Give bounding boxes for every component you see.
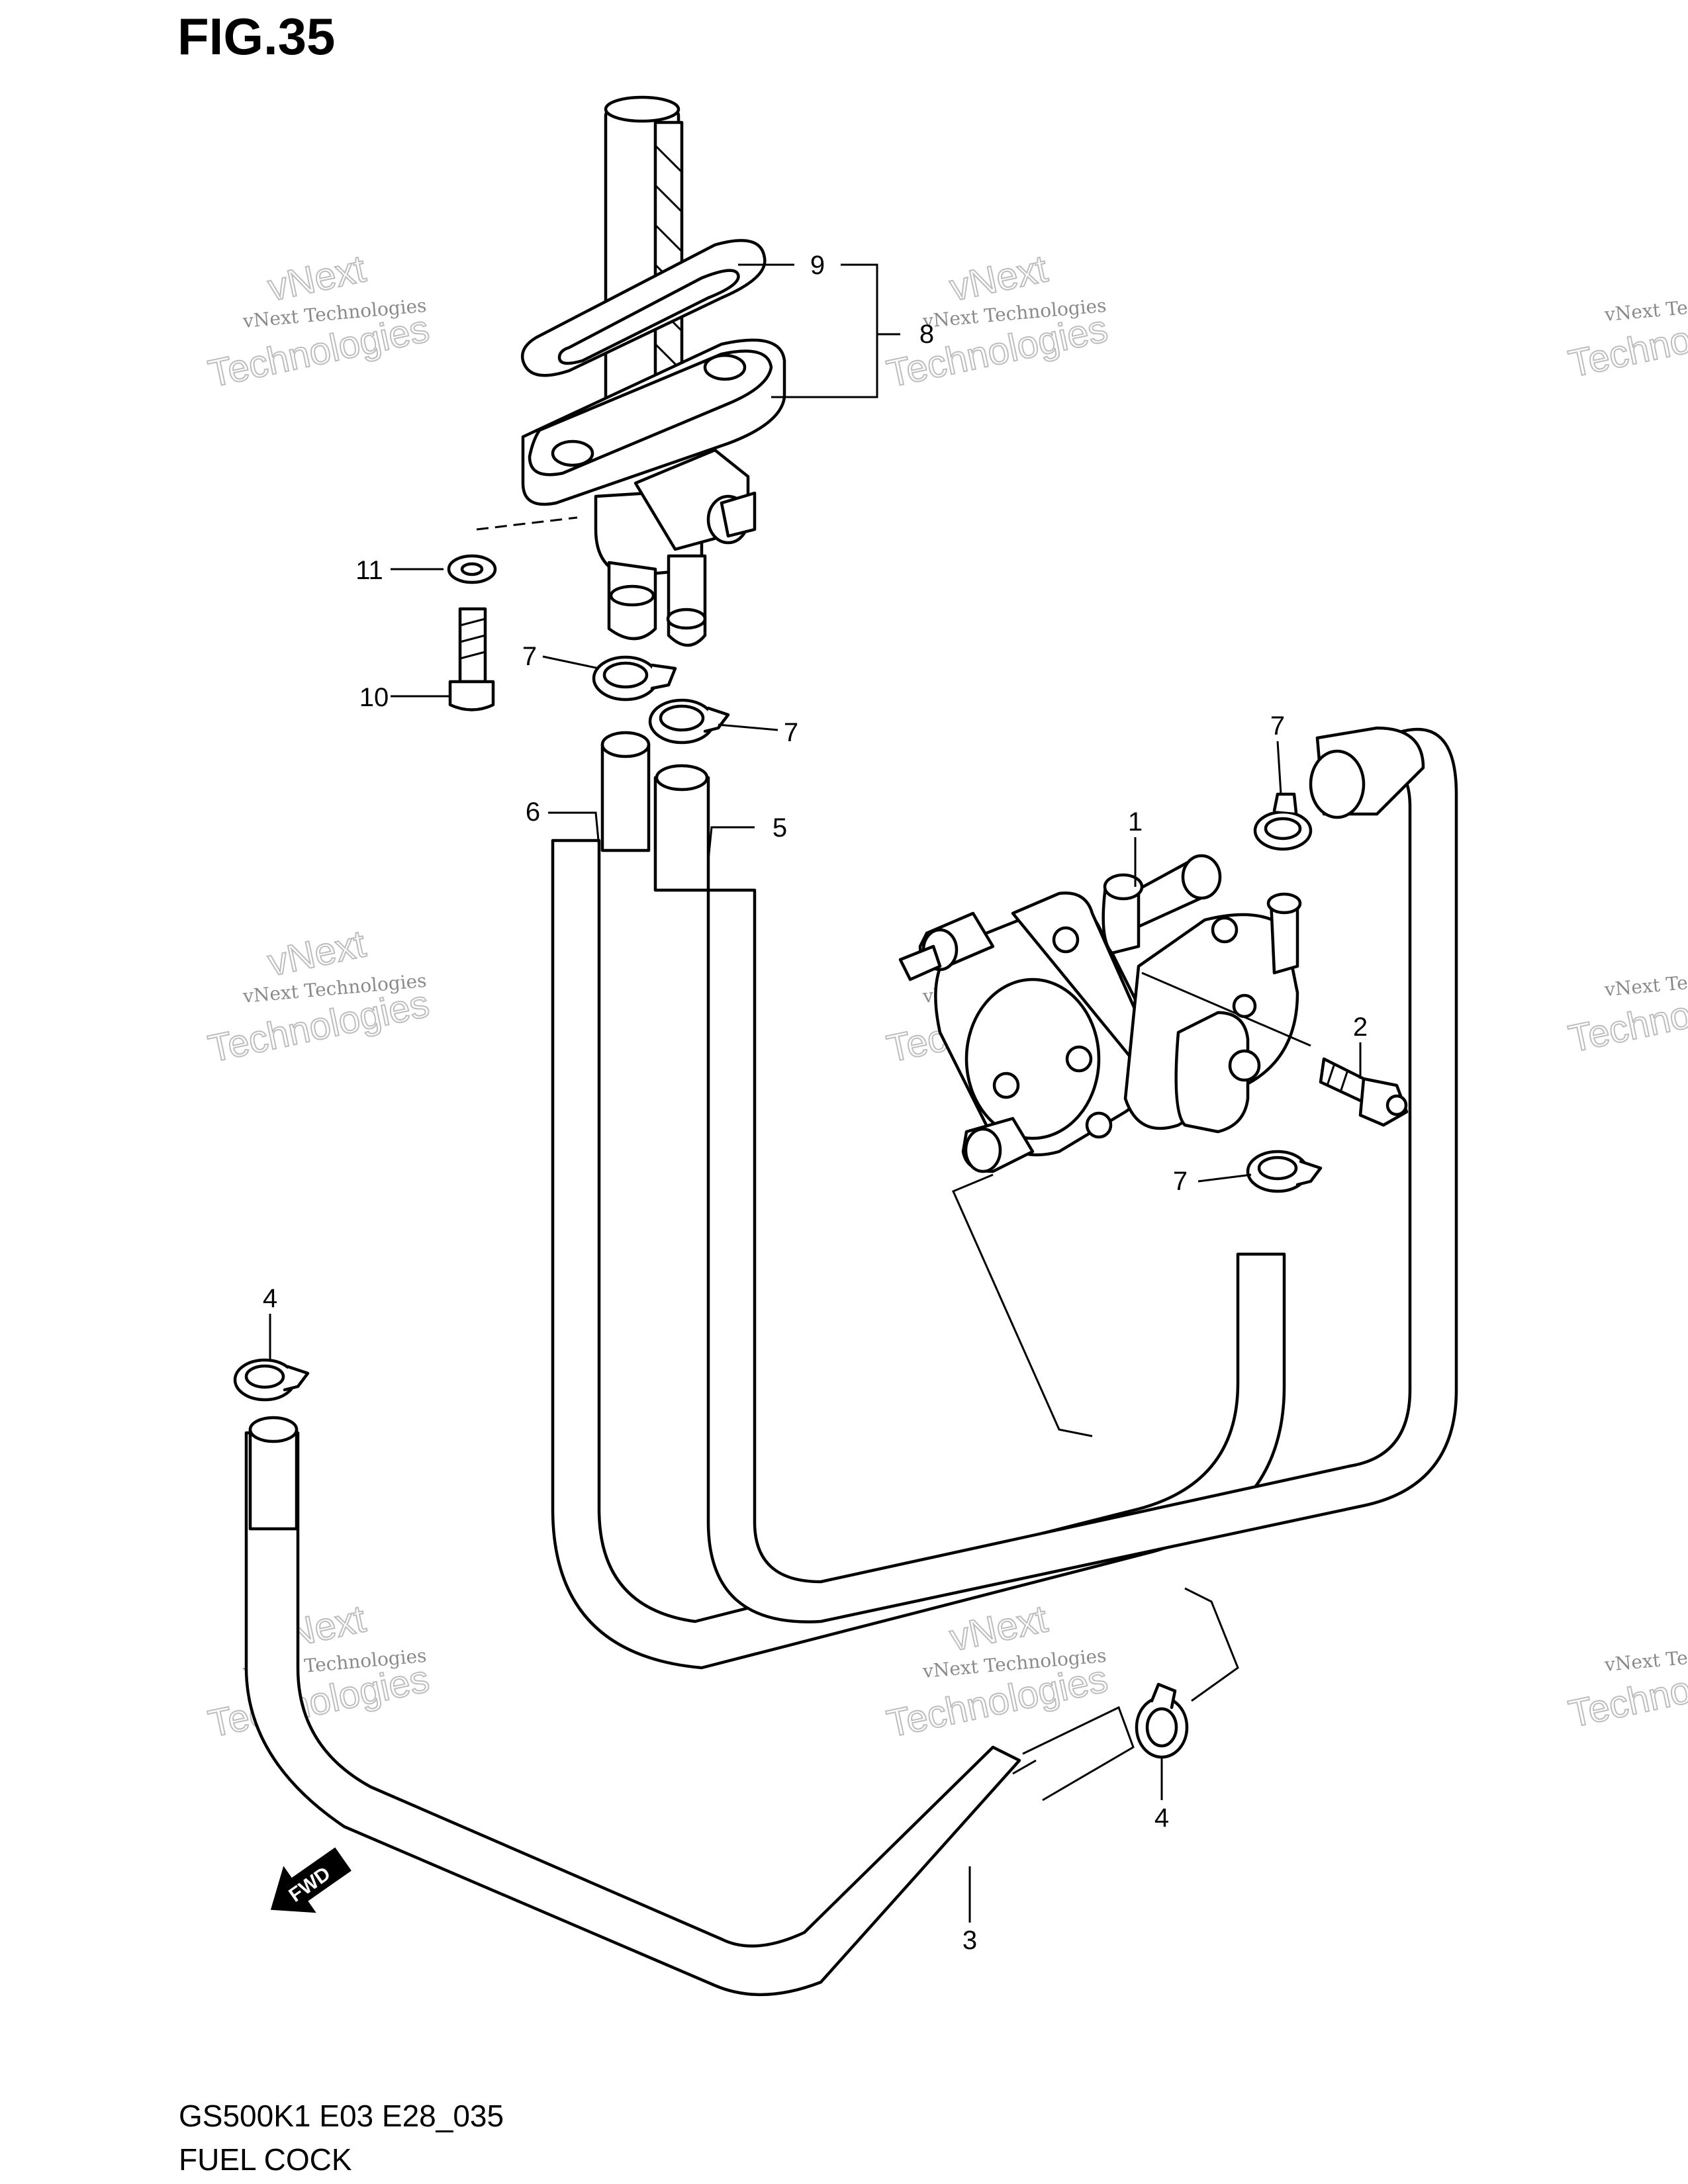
watermark-bottom-center: Technologies vNext vNext Technologies	[882, 1596, 1112, 1746]
leader-pump-bolt	[1141, 972, 1311, 1047]
callout-5: 5	[773, 813, 787, 842]
callout-9: 9	[810, 251, 825, 280]
callout-7d: 7	[1173, 1167, 1188, 1196]
watermark-top-center: Technologies vNext vNext Technologies	[882, 246, 1112, 396]
bracket-lines	[952, 1173, 1239, 1702]
clamp-7-d	[1246, 1150, 1323, 1193]
watermark-top-left: Technologies vNext vNext Technologies	[204, 246, 434, 396]
fuel-cock-body-8	[521, 338, 786, 647]
callout-1: 1	[1128, 807, 1143, 837]
bolt-2	[1319, 1057, 1409, 1127]
watermark-bottom-left: Technologies vNext vNext Technologies	[204, 1596, 434, 1746]
figure-title: FIG.35	[177, 7, 336, 66]
watermark-mid-left: Technologies vNext vNext Technologies	[204, 921, 434, 1071]
bolt-10	[448, 607, 495, 711]
hose-3	[244, 1416, 1135, 1997]
clamp-4-b	[1135, 1682, 1189, 1759]
callout-8: 8	[919, 320, 934, 349]
gasket-9	[520, 239, 767, 377]
clamp-4-a	[233, 1358, 310, 1402]
callout-7b: 7	[784, 718, 798, 747]
watermark-bottom-right: Technologies vNext Technologies	[1564, 1638, 1688, 1737]
callout-2: 2	[1353, 1013, 1368, 1042]
callout-11: 11	[355, 556, 383, 585]
hose-6	[551, 731, 1286, 1670]
watermark-mid-right: Technologies vNext Technologies	[1564, 963, 1688, 1062]
fwd-direction-badge: FWD	[270, 1847, 352, 1913]
callout-leaders	[269, 263, 1362, 1923]
callout-7a: 7	[522, 642, 537, 671]
callout-6: 6	[526, 797, 540, 827]
fuel-pump-1	[898, 854, 1302, 1173]
callout-4a: 4	[263, 1284, 277, 1313]
clamp-7-c	[1253, 792, 1313, 851]
callout-4b: 4	[1154, 1803, 1169, 1833]
clamp-7-b	[648, 698, 730, 745]
callout-10: 10	[359, 683, 389, 712]
hose-5	[653, 726, 1458, 1623]
watermark-top-right: Technologies vNext Technologies	[1564, 288, 1688, 387]
figure-model-code: GS500K1 E03 E28_035	[179, 2099, 504, 2133]
callout-7c: 7	[1270, 711, 1285, 741]
leader-cock-screw	[476, 516, 578, 531]
washer-11	[447, 554, 497, 584]
callouts: 1 2 3 4 4 5 6 7 7 7 7 8 9 10 11	[263, 251, 1368, 1955]
callout-3: 3	[962, 1926, 977, 1955]
clamp-7-a	[592, 655, 677, 702]
figure-name: FUEL COCK	[179, 2142, 352, 2177]
